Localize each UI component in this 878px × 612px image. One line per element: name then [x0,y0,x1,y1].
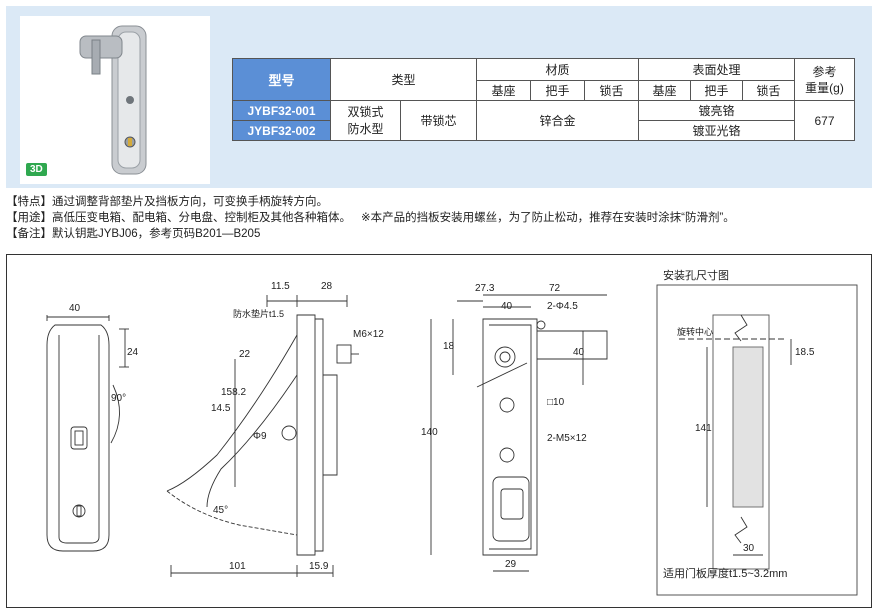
header-reference-line2: 重量(g) [805,80,844,95]
side-pad-label: 防水垫片t1.5 [233,308,284,319]
header-reference-line1: 参考 [812,64,837,79]
cutout-thickness-label: 适用门板厚度t1.5~3.2mm [663,566,787,580]
cutout-title: 安装孔尺寸图 [663,268,729,282]
front-width-dim: 40 [69,303,81,314]
sub-tongue-2: 锁舌 [742,80,795,101]
drawing-canvas: 40 24 90° 11.5 28 防水垫片t1.5 M6×12 22 158.… [46,268,858,596]
sub-base: 基座 [476,80,531,101]
type-line1: 双锁式 [347,104,384,119]
product-photo: 3D [20,16,210,184]
cutout-185-dim: 18.5 [795,347,815,358]
back-72-dim: 72 [549,283,561,294]
product-photo-render [79,25,147,175]
finish-002: 镀亚光铬 [638,120,795,141]
technical-drawing: 40 24 90° 11.5 28 防水垫片t1.5 M6×12 22 158.… [6,254,872,608]
header-material: 材质 [476,58,639,81]
header-type: 类型 [330,58,477,101]
side-145-dim: 14.5 [211,403,231,414]
side-view [166,295,359,577]
lock-cell: 带锁芯 [400,100,477,141]
sub-handle-2: 把手 [690,80,743,101]
type-cell: 双锁式 防水型 [330,100,401,141]
note-remark: 【备注】默认钥匙JYBJ06，参考页码B201—B205 [6,228,261,240]
product-notes: 【特点】通过调整背部垫片及挡板方向，可变换手柄旋转方向。 【用途】高低压变电箱、… [6,194,735,242]
type-line2: 防水型 [347,121,384,136]
material-cell: 锌合金 [476,100,639,141]
side-159-dim: 15.9 [309,561,329,572]
side-phi9-label: Φ9 [253,431,267,442]
back-273-dim: 27.3 [475,283,495,294]
side-1582-dim: 158.2 [221,387,246,398]
model-002: JYBF32-002 [232,120,331,141]
back-40-dim: 40 [501,301,513,312]
side-22-dim: 22 [239,349,251,360]
3d-badge: 3D [26,163,47,176]
back-hole-label: 2-Φ4.5 [547,301,578,312]
front-angle-dim: 90° [111,393,126,404]
sub-tongue: 锁舌 [584,80,639,101]
note-feature: 【特点】通过调整背部垫片及挡板方向，可变换手柄旋转方向。 [6,196,328,208]
back-140-dim: 140 [421,427,438,438]
back-view [430,294,608,572]
side-115-dim: 11.5 [271,281,290,292]
side-28-dim: 28 [321,281,333,292]
model-001: JYBF32-001 [232,100,331,121]
side-101-dim: 101 [229,561,246,572]
sub-handle: 把手 [530,80,585,101]
spec-table: 型号 类型 材质 表面处理 参考 重量(g) 基座 把手 锁舌 基座 把手 锁舌… [232,58,855,141]
finish-001: 镀亮铬 [638,100,795,121]
header-surface: 表面处理 [638,58,795,81]
note-usage-extra: ※本产品的挡板安装用螺丝，为了防止松动，推荐在安装时涂抹“防滑剂”。 [361,212,735,224]
back-29-dim: 29 [505,559,517,570]
back-18-dim: 18 [443,341,455,352]
back-sq10-label: □10 [547,397,565,408]
front-view [46,315,129,552]
cutout-30-dim: 30 [743,543,755,554]
product-header-band: 3D 型号 类型 材质 表面处理 参考 重量(g) 基座 把手 锁舌 基座 把手… [6,6,872,188]
note-usage-line: 【用途】高低压变电箱、配电箱、分电盘、控制柜及其他各种箱体。 ※本产品的挡板安装用… [6,210,735,226]
cutout-141-dim: 141 [695,423,712,434]
weight-cell: 677 [794,100,855,141]
sub-base-2: 基座 [638,80,691,101]
cutout-view [656,284,858,596]
side-45-angle: 45° [213,505,228,516]
note-usage: 【用途】高低压变电箱、配电箱、分电盘、控制柜及其他各种箱体。 [6,212,351,224]
header-reference: 参考 重量(g) [794,58,855,101]
back-m5-label: 2-M5×12 [547,433,587,444]
front-24-dim: 24 [127,347,139,358]
side-m6-label: M6×12 [353,329,384,340]
back-40v-dim: 40 [573,347,585,358]
header-model: 型号 [232,58,331,101]
cutout-center-label: 旋转中心 [677,326,713,337]
